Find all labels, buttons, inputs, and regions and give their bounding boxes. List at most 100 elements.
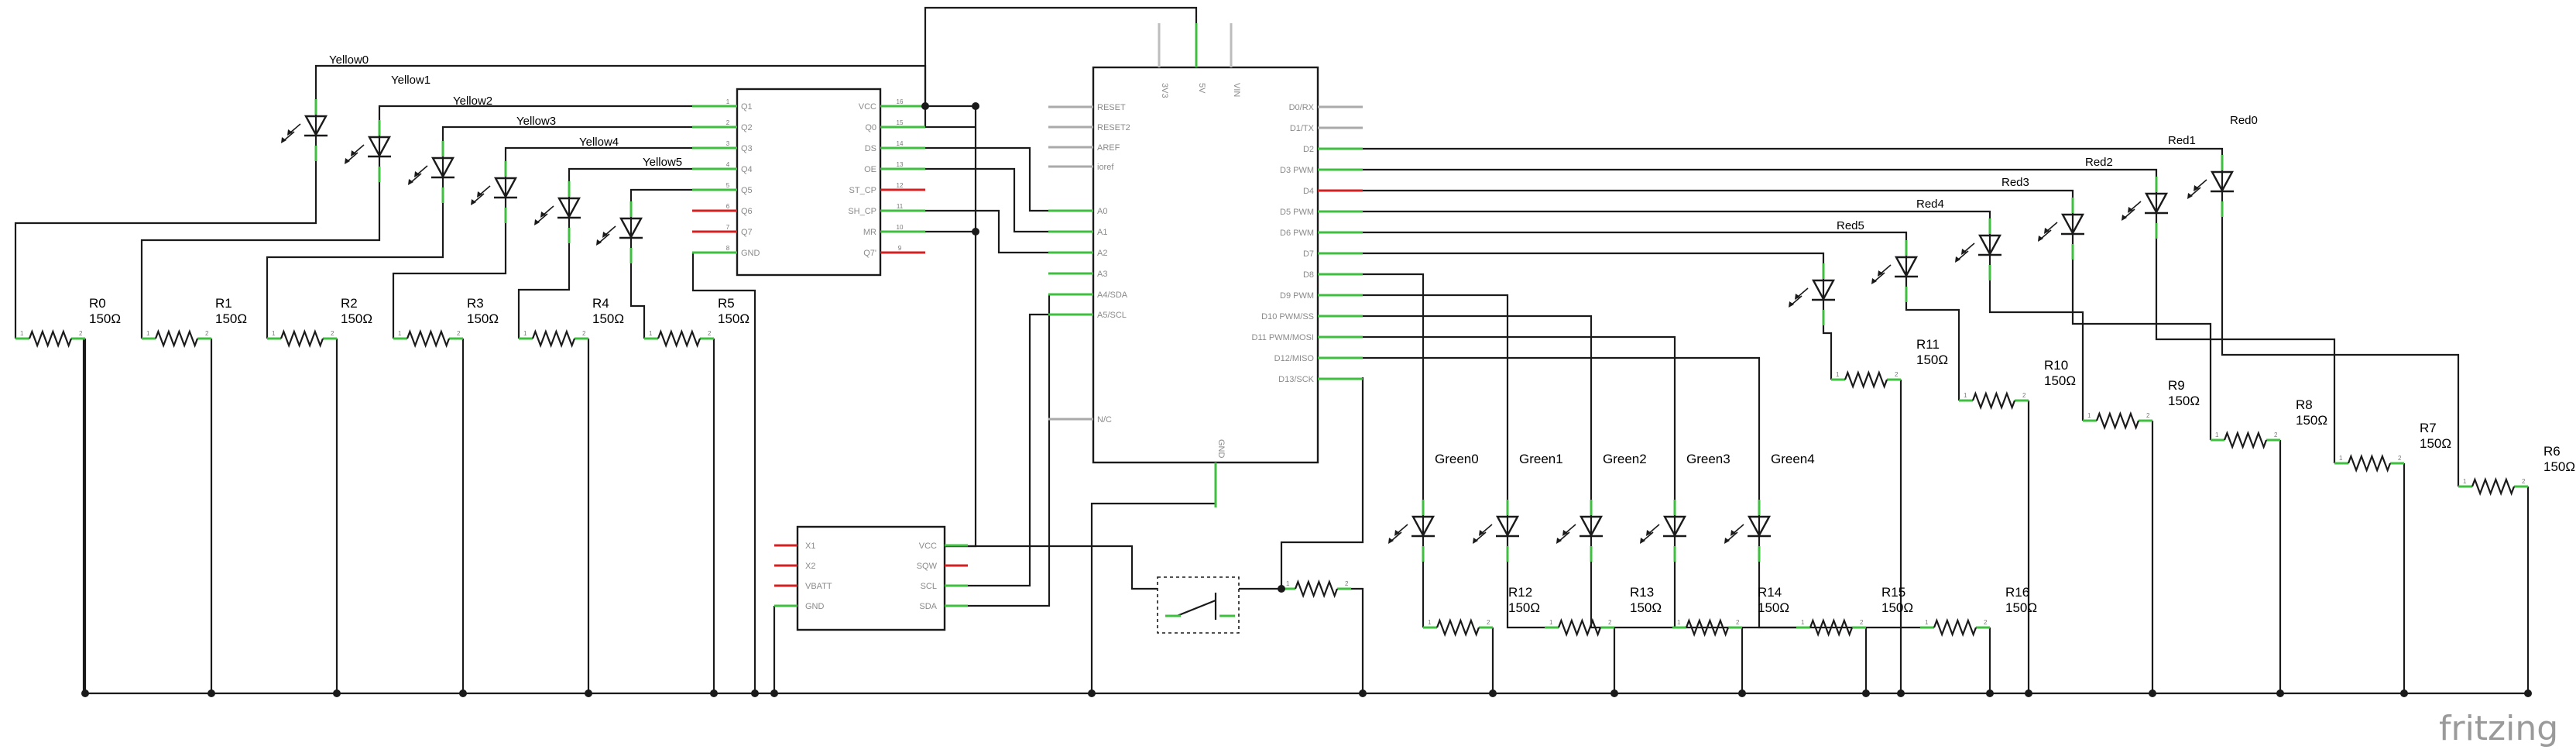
led-arrowhead [534, 219, 540, 225]
pin-number: 2 [1487, 619, 1490, 626]
junction-dot [2025, 689, 2032, 697]
arduino-pin-label: RESET2 [1097, 123, 1130, 132]
junction-dot [2149, 689, 2156, 697]
wire-green-res [1758, 562, 1920, 629]
led-arrowhead [1646, 530, 1652, 536]
pushbutton-lever [1176, 599, 1216, 617]
junction-dot [459, 689, 467, 697]
red-resistor [2471, 476, 2516, 497]
arduino-pin-label: D0/RX [1289, 103, 1315, 112]
green-led-label: Green1 [1519, 452, 1563, 466]
pin-number: 11 [897, 203, 904, 210]
yellow-led-label: Yellow1 [391, 74, 430, 87]
arduino-pin-label: D4 [1303, 187, 1314, 196]
wire-red [1363, 168, 2158, 177]
arduino-top-pin-label: 3V3 [1160, 83, 1169, 98]
wire-green [1363, 273, 1425, 500]
led-arrowhead [1394, 530, 1400, 536]
green-resistor [1809, 617, 1854, 638]
resistor-name: R0 [89, 296, 106, 311]
yellow-led-label: Yellow4 [579, 136, 619, 149]
wire-red [1363, 189, 2074, 198]
arduino-pin-label: A2 [1097, 249, 1107, 258]
sr-pin-label: VCC [859, 102, 876, 112]
wire-shcp-a2 [925, 209, 1048, 254]
pin-number: 5 [726, 182, 730, 189]
pin-number: 4 [726, 161, 730, 168]
yellow-resistor [531, 328, 576, 349]
led-arrowhead [477, 191, 482, 198]
junction-dot [751, 689, 759, 697]
resistor-name: R7 [2420, 421, 2437, 435]
green-led-label: Green0 [1435, 452, 1479, 466]
arduino-pin-label: D7 [1303, 249, 1314, 259]
resistor-value: 150Ω [2543, 459, 2575, 474]
red-resistor [2095, 411, 2140, 431]
resistor-value: 150Ω [2044, 373, 2076, 388]
wire-red-res [1905, 302, 1960, 401]
rtc-pin-label: X1 [805, 542, 815, 551]
led-arrowhead [2128, 207, 2133, 213]
wire-led-res [629, 263, 646, 339]
wire-red [1363, 147, 2224, 155]
junction-dot [81, 689, 89, 697]
junction-dot [972, 102, 979, 110]
green-led-label: Green3 [1686, 452, 1730, 466]
pin-number: 2 [1608, 619, 1612, 626]
resistor-value: 150Ω [1758, 600, 1789, 615]
arduino-pin-label: D13/SCK [1278, 375, 1315, 384]
sr-pin-label: Q0 [865, 123, 876, 132]
pin-number: 2 [1895, 371, 1899, 378]
sr-pin-label: DS [865, 144, 876, 153]
sr-pin-label: Q7 [741, 228, 753, 237]
pin-number: 15 [897, 119, 904, 126]
resistor-value: 150Ω [89, 311, 121, 326]
arduino-pin-label: D6 PWM [1280, 229, 1314, 238]
resistor-value: 150Ω [1630, 600, 1662, 615]
red-led-label: Red3 [2001, 176, 2029, 189]
pin-number: 1 [2463, 478, 2467, 485]
led-arrowhead [1479, 530, 1484, 536]
wire-green [1363, 356, 1761, 500]
pin-number: 13 [897, 161, 904, 168]
sr-pin-label: SH_CP [848, 207, 876, 216]
resistor-value: 150Ω [592, 311, 624, 326]
sr-pin-label: Q4 [741, 165, 753, 174]
green-resistor [1557, 617, 1602, 638]
wire-yellow [441, 126, 692, 141]
led-arrowhead [540, 211, 546, 218]
junction-dot [2276, 689, 2284, 697]
rtc-pin-label: VBATT [805, 582, 832, 591]
wire-green-res [1506, 562, 1545, 629]
led-arrowhead [2044, 228, 2049, 234]
junction-dot [208, 689, 215, 697]
led-arrowhead [414, 171, 420, 177]
junction-dot [2400, 689, 2408, 697]
yellow-resistor [280, 328, 324, 349]
rtc-pin-label: VCC [919, 542, 937, 551]
green-led-label: Green2 [1603, 452, 1647, 466]
wire-led-res [392, 223, 507, 339]
green-resistor [1435, 617, 1480, 638]
pin-number: 1 [398, 330, 402, 337]
wire-green [1363, 335, 1676, 500]
rtc-body [796, 525, 946, 631]
resistor-value: 150Ω [1916, 352, 1948, 367]
pin-number: 2 [2146, 412, 2150, 419]
sr-pin-label: Q6 [741, 207, 753, 216]
sr-pin-label: Q7' [863, 249, 876, 258]
green-led-label: Green4 [1771, 452, 1815, 466]
arduino-pin-label: D1/TX [1290, 124, 1315, 133]
red-resistor [1971, 390, 2016, 411]
arduino-body [1092, 66, 1319, 464]
pin-number: 1 [1428, 619, 1432, 626]
pin-number: 2 [582, 330, 586, 337]
red-led-label: Red4 [1916, 198, 1944, 211]
arduino-pin-label: D8 [1303, 270, 1314, 280]
resistor-name: R2 [341, 296, 358, 311]
green-resistor [1685, 617, 1730, 638]
red-resistor [1844, 370, 1888, 390]
arduino-pin-label: A5/SCL [1097, 311, 1127, 320]
yellow-resistor [154, 328, 199, 349]
arduino-pin-label: D5 PWM [1280, 208, 1314, 217]
